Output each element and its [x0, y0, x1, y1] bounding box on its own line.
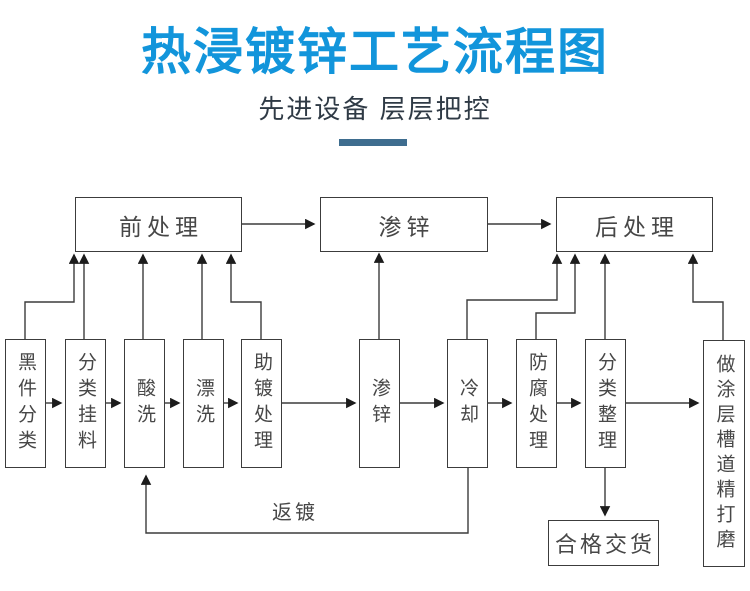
process-box-acid-pickling: 酸洗 — [124, 339, 165, 468]
page-title: 热浸镀锌工艺流程图 — [141, 24, 609, 80]
edge-blackparts-to-pretreatment — [24, 253, 80, 339]
process-box-rinsing: 漂洗 — [183, 339, 224, 468]
process-box-flux-treatment: 助镀处理 — [241, 339, 282, 468]
process-box-sorting-arranging: 分类整理 — [585, 339, 626, 468]
edge-fluxing-to-pretreatment — [225, 253, 262, 339]
accent-bar — [339, 139, 407, 146]
process-box-coating-groove-polishing: 做涂层槽道精打磨 — [703, 340, 745, 567]
edge-anticorrosion-to-posttreatment — [535, 253, 581, 339]
edge-cooling-to-posttreatment — [466, 253, 563, 339]
replating-loop-label: 返镀 — [272, 502, 318, 524]
process-box-sorting-hanging: 分类挂料 — [65, 339, 106, 468]
edge-replating-loop — [140, 468, 469, 534]
page-subtitle: 先进设备 层层把控 — [258, 94, 492, 124]
stage-box-posttreatment: 后处理 — [556, 197, 713, 252]
edge-polishing-to-posttreatment — [687, 253, 724, 340]
process-box-cooling: 冷却 — [447, 339, 488, 468]
result-box-qualified-delivery: 合格交货 — [548, 520, 659, 566]
process-box-black-parts-sorting: 黑件分类 — [5, 339, 46, 468]
stage-box-pretreatment: 前处理 — [75, 197, 242, 252]
process-box-zincing: 渗锌 — [359, 339, 400, 468]
stage-box-zincing: 渗锌 — [320, 197, 488, 252]
process-box-anticorrosion-treatment: 防腐处理 — [516, 339, 557, 468]
